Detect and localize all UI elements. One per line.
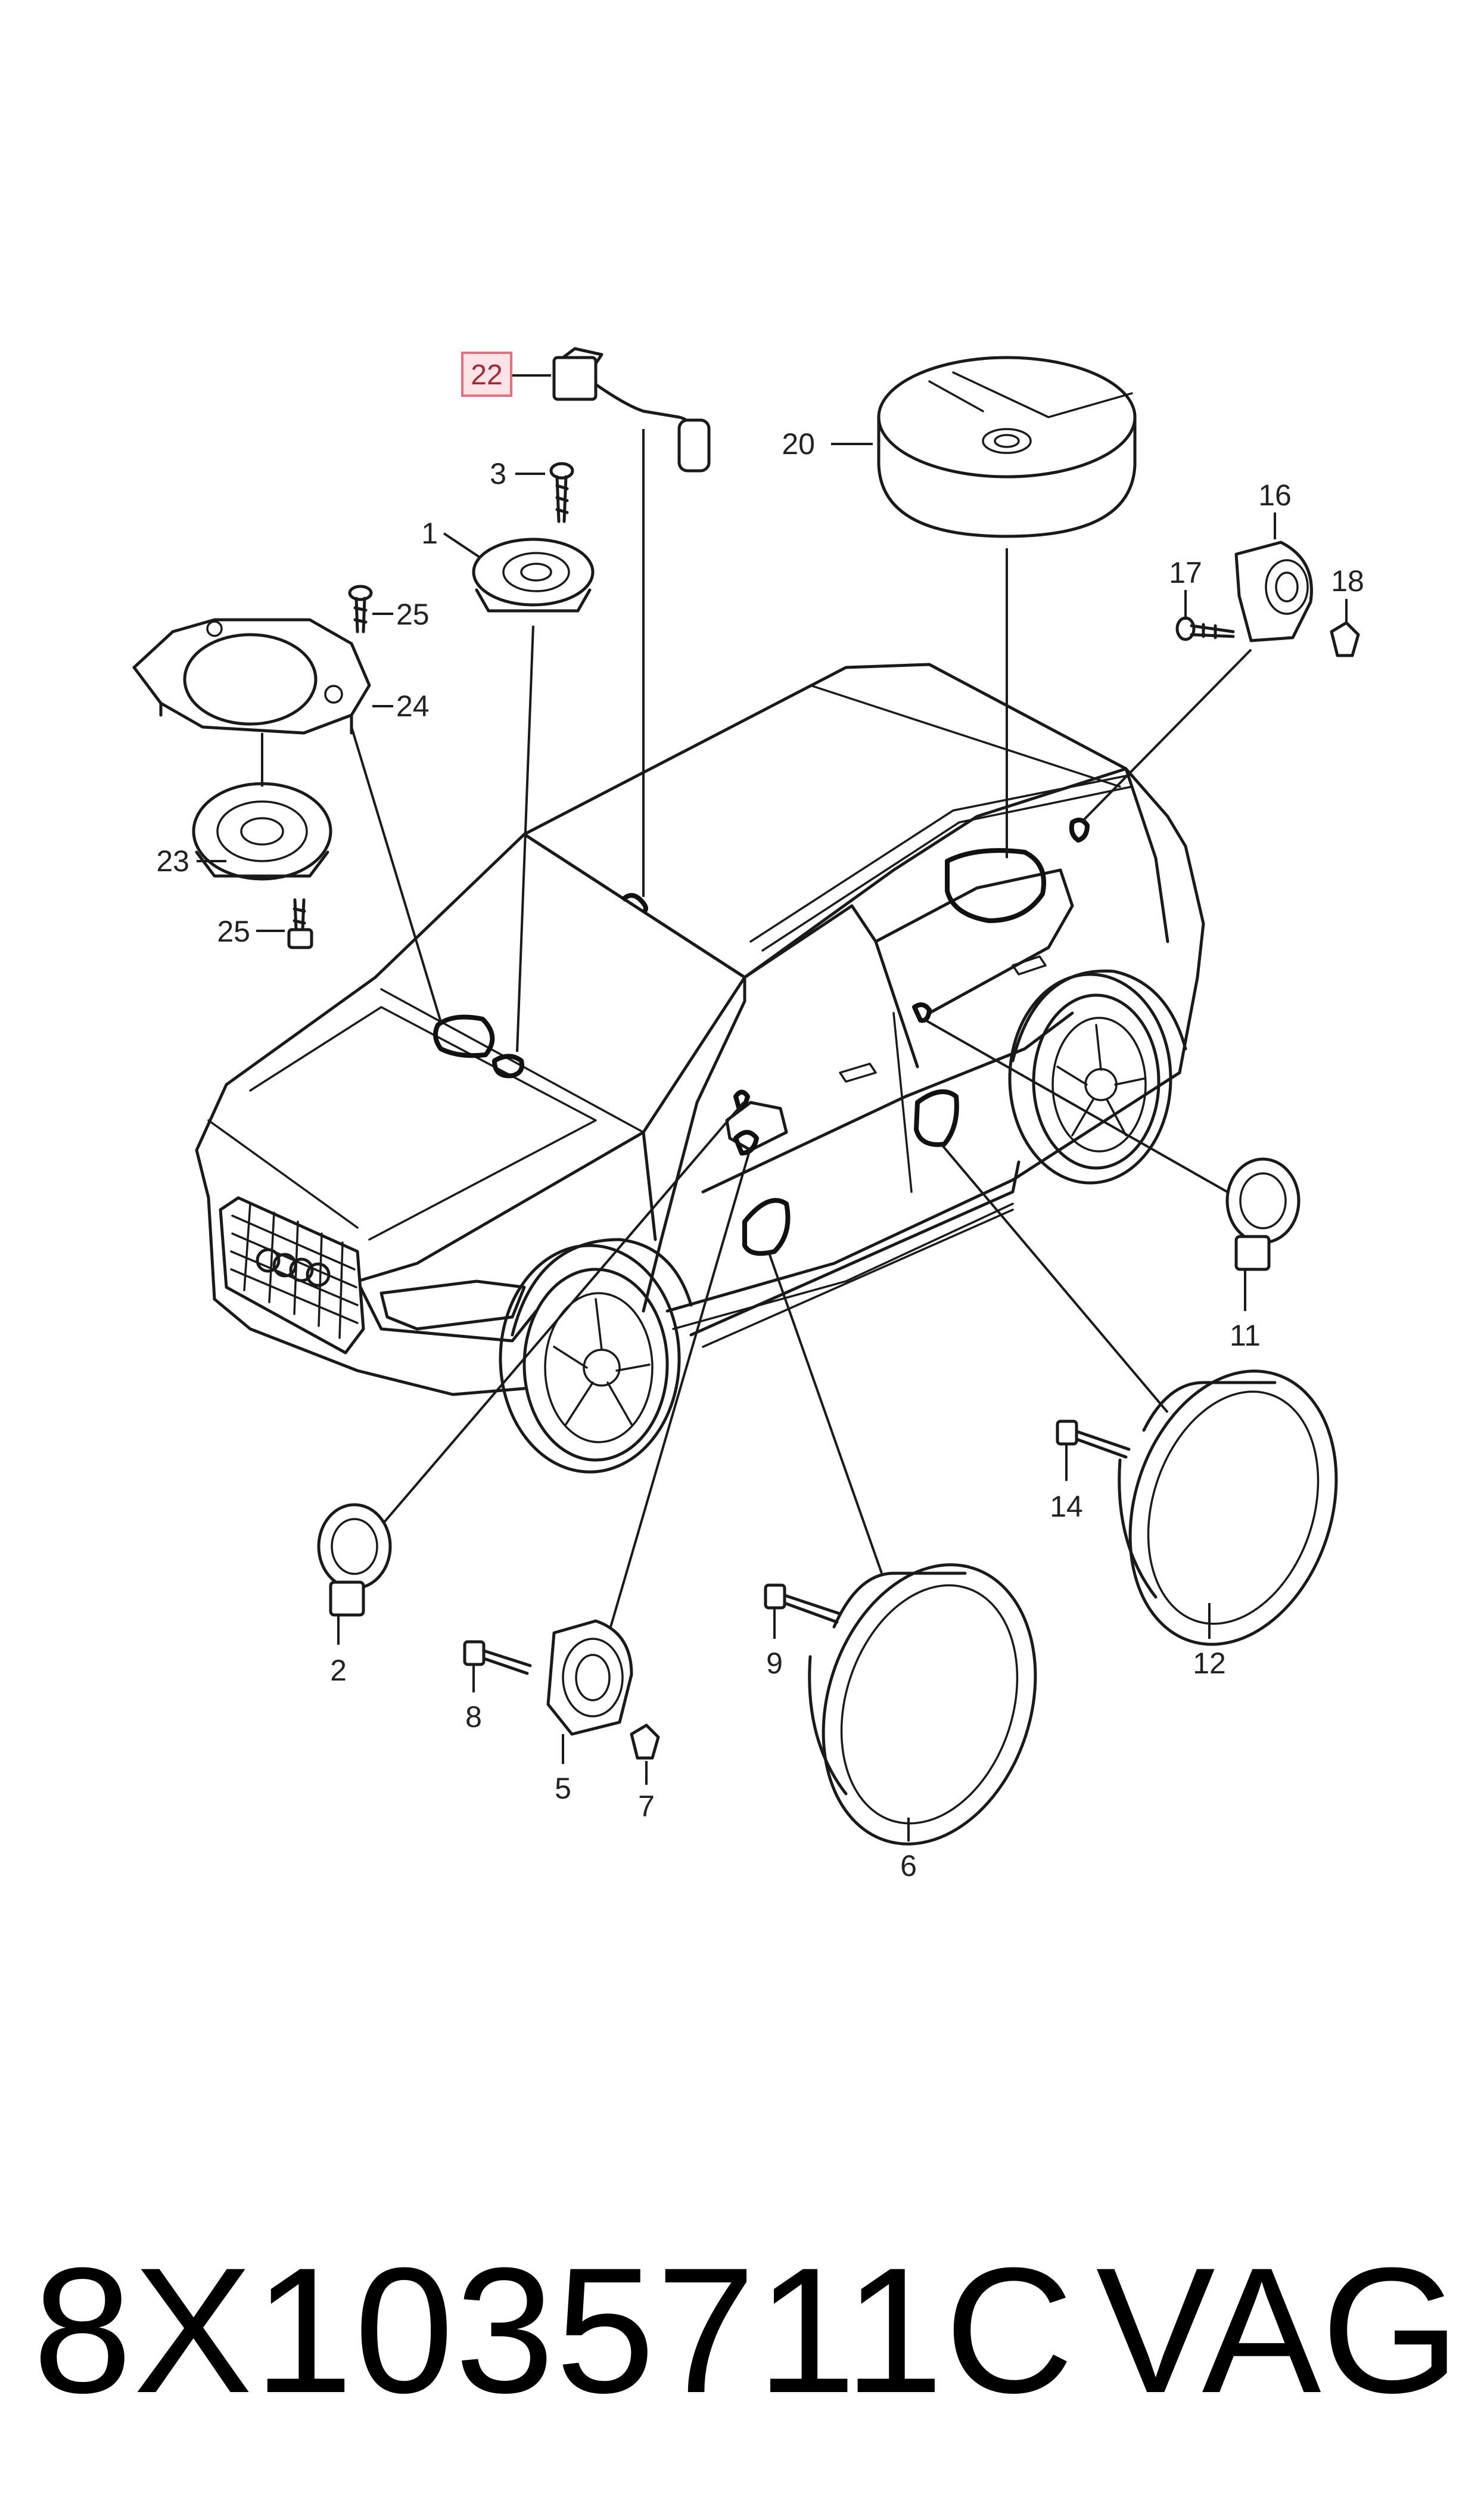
callout-22[interactable]: 22: [471, 359, 502, 391]
callout-20[interactable]: 20: [782, 427, 815, 461]
part-9-bolt: [764, 1583, 842, 1624]
marker-rear-door-tweeter: [912, 1002, 932, 1023]
part-24-bracket: [132, 618, 371, 735]
part-17-screw: [1175, 616, 1235, 641]
callout-labels: 22 20 3 1 25 24 23 25 16 17 18 2 8 5 7 9…: [156, 352, 1364, 1883]
part-20-subwoofer: [877, 356, 1137, 538]
rear-wheel: [1008, 969, 1187, 1185]
callout-8[interactable]: 8: [465, 1700, 482, 1734]
callout-7[interactable]: 7: [638, 1790, 655, 1823]
callout-25-top[interactable]: 25: [396, 598, 430, 631]
part-7-clip: [630, 1723, 660, 1760]
callout-11[interactable]: 11: [1230, 1319, 1261, 1352]
part-3-screw: [549, 462, 574, 523]
callout-17[interactable]: 17: [1169, 556, 1202, 589]
part-25-screw-bottom: [287, 898, 313, 949]
leader-lines: [350, 429, 1252, 1627]
part-16-tweeter: [1234, 541, 1313, 642]
footer: 8X1035711C VAG: [0, 2205, 1484, 2455]
parts-diagram: 22 20 3 1 25 24 23 25 16 17 18 2 8 5 7 9…: [132, 347, 1364, 1883]
part-25-screw-top: [348, 585, 373, 633]
callout-1[interactable]: 1: [421, 517, 438, 550]
part-1-center-speaker: [472, 538, 595, 613]
part-number: 8X1035711C: [33, 2230, 1075, 2430]
marker-antenna-cable: [621, 893, 648, 914]
marker-mirror-tweeter: [733, 1130, 759, 1156]
part-23-speaker: [192, 733, 332, 881]
part-18-clip: [1330, 621, 1360, 657]
marker-center-speaker: [492, 1054, 524, 1079]
part-12-door-speaker: [1118, 1369, 1338, 1646]
callout-24[interactable]: 24: [396, 689, 430, 723]
highlight-box: [461, 352, 512, 397]
marker-subwoofer: [945, 848, 1046, 923]
car-illustration: [195, 663, 1205, 1474]
callout-2[interactable]: 2: [330, 1654, 347, 1687]
callout-18[interactable]: 18: [1331, 564, 1364, 598]
part-14-bolt: [1056, 1420, 1131, 1459]
callout-14[interactable]: 14: [1050, 1490, 1083, 1523]
marker-rear-door-speaker: [914, 1089, 959, 1147]
brand-label: VAG: [1096, 2230, 1460, 2430]
part-2-tweeter: [317, 1503, 392, 1617]
marker-rear-tweeter: [1069, 818, 1090, 843]
marker-dash-speaker-bracket: [433, 1014, 495, 1058]
callout-5[interactable]: 5: [555, 1772, 571, 1805]
callout-23[interactable]: 23: [156, 844, 189, 878]
callout-6[interactable]: 6: [900, 1849, 917, 1883]
part-6-door-speaker: [808, 1563, 1037, 1846]
callout-25-bottom[interactable]: 25: [217, 915, 250, 948]
part-5-speaker: [546, 1619, 633, 1736]
callout-ticks: [197, 374, 1348, 1841]
front-wheel: [499, 1238, 693, 1474]
callout-3[interactable]: 3: [490, 457, 506, 490]
callout-16[interactable]: 16: [1258, 479, 1292, 512]
callout-12[interactable]: 12: [1193, 1647, 1226, 1680]
part-22-cable: [552, 347, 711, 473]
callout-9[interactable]: 9: [766, 1647, 783, 1680]
part-11-tweeter: [1225, 1157, 1301, 1271]
marker-front-door-speaker: [742, 1198, 791, 1256]
part-8-bolt: [463, 1640, 532, 1675]
